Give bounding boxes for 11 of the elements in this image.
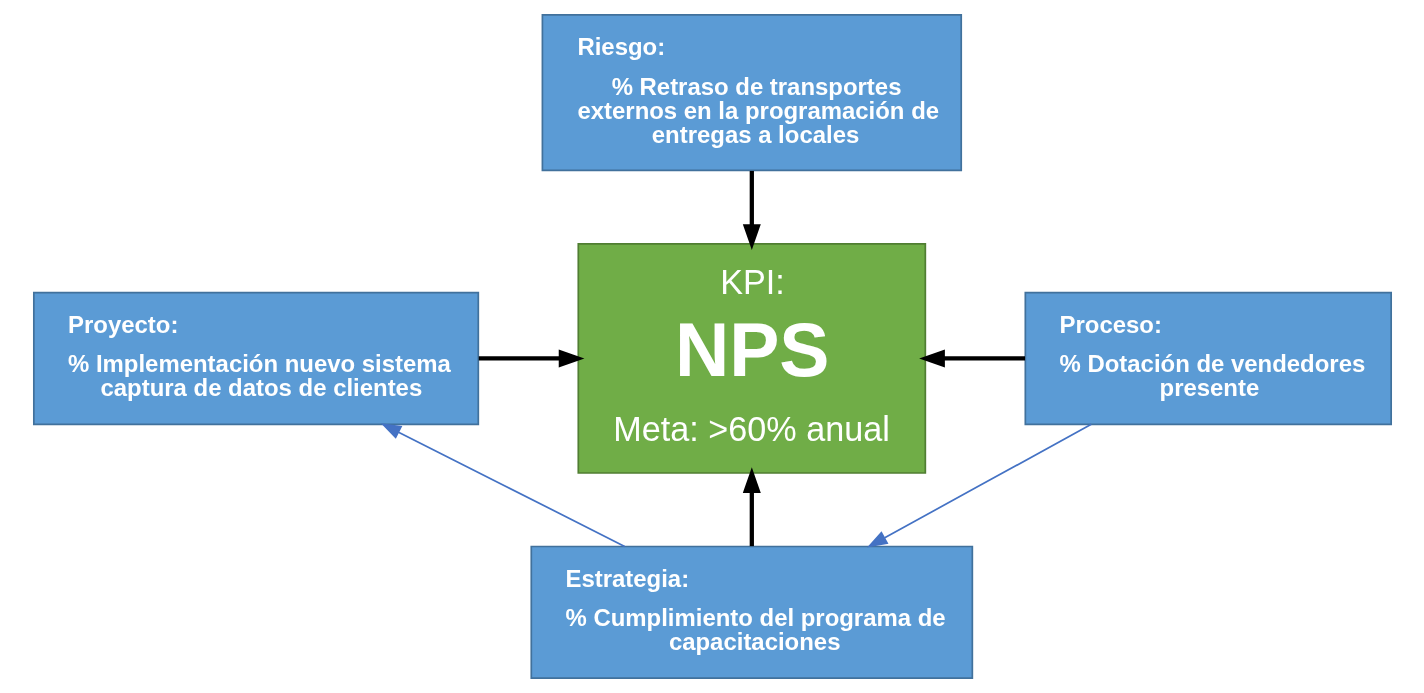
arrow bbox=[380, 423, 626, 548]
arrow bbox=[742, 467, 761, 547]
arrow bbox=[478, 349, 584, 368]
arrow bbox=[866, 423, 1092, 548]
node-box: Proceso: % Dotación de vendedores presente bbox=[1023, 291, 1392, 426]
node-box: Proyecto: % Implementación nuevo sistema captura de datos de clientes bbox=[32, 291, 479, 426]
arrow bbox=[742, 170, 761, 250]
node-box: Riesgo: % Retraso de transportes externos en la programación de entregas a locales bbox=[541, 14, 962, 172]
node-box: KPI: NPS Meta: >60% anual bbox=[576, 243, 926, 474]
arrow bbox=[918, 349, 1025, 368]
node-box: Estrategia: % Cumplimiento del programa de capacitaciones bbox=[529, 545, 973, 679]
